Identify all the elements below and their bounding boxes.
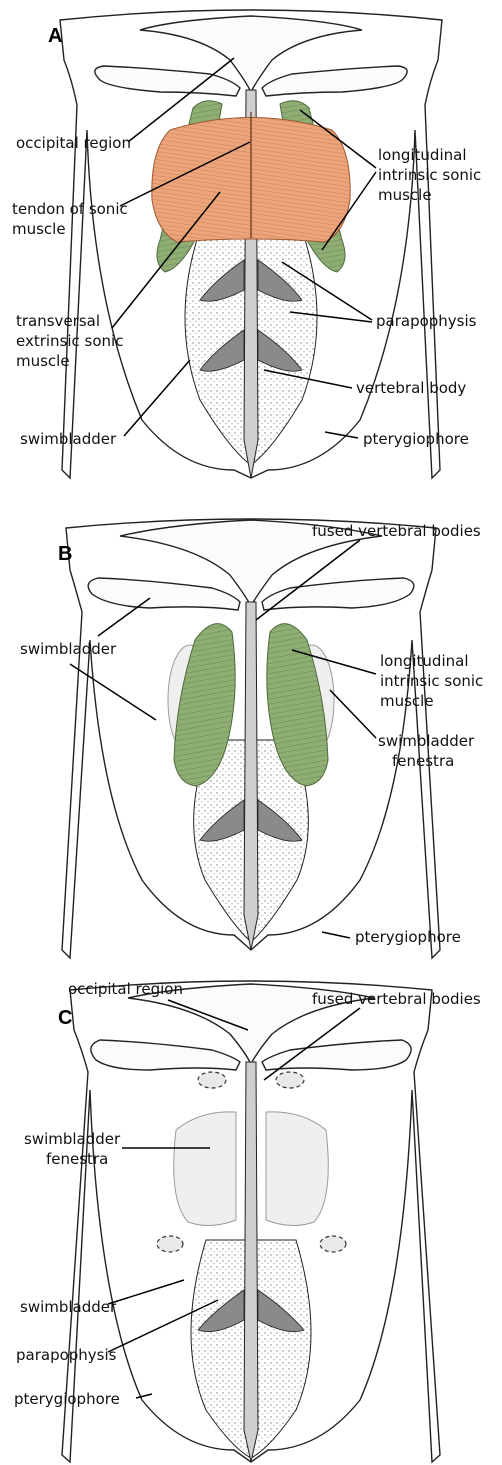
label-longitudinal-b-1: longitudinal — [380, 652, 468, 670]
label-fused-vertebral-bodies-c: fused vertebral bodies — [312, 990, 481, 1008]
label-fused-vertebral-bodies-b: fused vertebral bodies — [312, 522, 481, 540]
label-fenestra-c-2: fenestra — [46, 1150, 108, 1168]
swimbladder-fenestra-right-c — [266, 1112, 328, 1226]
label-vertebral-body-a: vertebral body — [356, 379, 466, 397]
vertebral-column-c — [244, 1062, 258, 1462]
label-occipital-region-a: occipital region — [16, 134, 131, 152]
label-tendon-a-1: tendon of sonic — [12, 200, 128, 218]
label-swimbladder-b: swimbladder — [20, 640, 117, 658]
label-fenestra-b-2: fenestra — [392, 752, 454, 770]
panel-b: B fused vertebral bodies swimbladder lon… — [20, 519, 483, 958]
label-pterygiophore-c: pterygiophore — [14, 1390, 120, 1408]
panel-letter-b: B — [58, 543, 72, 565]
label-parapophysis-c: parapophysis — [16, 1346, 117, 1364]
dashed-oval-tl-c — [198, 1072, 226, 1088]
dashed-oval-tr-c — [276, 1072, 304, 1088]
label-occipital-region-c: occipital region — [68, 980, 183, 998]
dashed-oval-bl-c — [157, 1236, 183, 1252]
vertebral-column-b — [244, 602, 258, 950]
label-transversal-a-3: muscle — [16, 352, 70, 370]
label-fenestra-b-1: swimbladder — [378, 732, 475, 750]
label-transversal-a-1: transversal — [16, 312, 100, 330]
label-longitudinal-a-1: longitudinal — [378, 146, 466, 164]
swimbladder-fenestra-left-c — [174, 1112, 236, 1226]
label-longitudinal-b-2: intrinsic sonic — [380, 672, 483, 690]
label-longitudinal-b-3: muscle — [380, 692, 434, 710]
label-parapophysis-a: parapophysis — [376, 312, 477, 330]
label-fenestra-c-1: swimbladder — [24, 1130, 121, 1148]
label-pterygiophore-b: pterygiophore — [355, 928, 461, 946]
panel-a: A occipital region tendon of sonic muscl… — [12, 10, 481, 478]
label-tendon-a-2: muscle — [12, 220, 66, 238]
label-transversal-a-2: extrinsic sonic — [16, 332, 123, 350]
panel-letter-c: C — [58, 1007, 72, 1029]
label-pterygiophore-a: pterygiophore — [363, 430, 469, 448]
panel-c: C occipital region fused vertebral bodie… — [14, 980, 481, 1462]
label-longitudinal-a-3: muscle — [378, 186, 432, 204]
panel-letter-a: A — [48, 25, 62, 47]
label-longitudinal-a-2: intrinsic sonic — [378, 166, 481, 184]
label-swimbladder-a: swimbladder — [20, 430, 117, 448]
dashed-oval-br-c — [320, 1236, 346, 1252]
label-swimbladder-c: swimbladder — [20, 1298, 117, 1316]
